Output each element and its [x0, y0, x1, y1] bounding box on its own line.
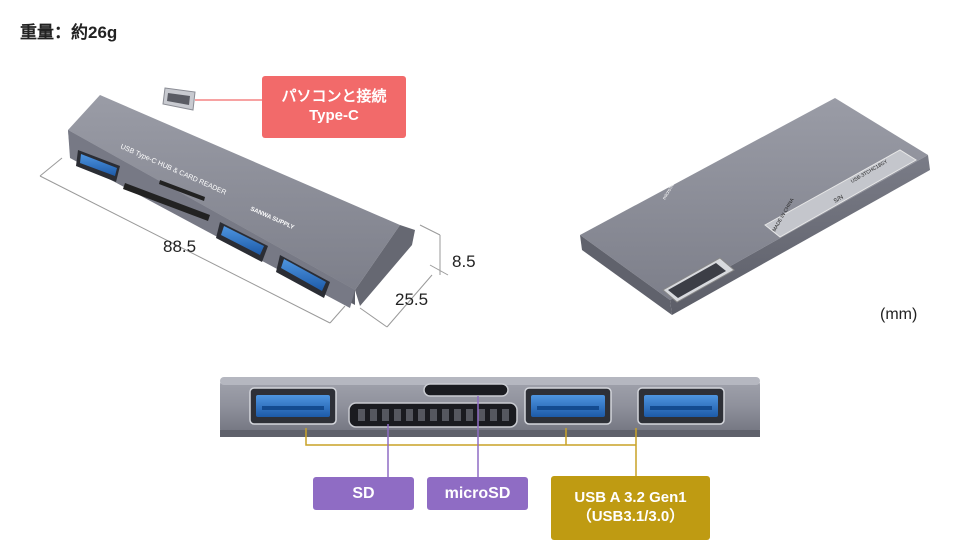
pc-connection-line2: Type-C	[309, 107, 359, 124]
usb-port-left-3	[276, 255, 330, 298]
dimension-length: 88.5	[163, 237, 197, 256]
sd-slot-left	[123, 183, 210, 221]
back-top-surface	[580, 98, 928, 300]
device-front-perspective: USB Type-C HUB & CARD READER SANWA SUPPL…	[68, 87, 415, 308]
sd-callout: SD	[313, 477, 414, 510]
microsd-callout-label: microSD	[444, 484, 511, 502]
dimension-height: 8.5	[452, 252, 476, 271]
usb-port-3	[637, 387, 725, 425]
front-housing-highlight	[220, 377, 760, 385]
device-back-perspective: USB-3TCHC18GY S/N MADE IN CHINA microSD …	[580, 98, 930, 315]
usb-callout-line2: （USB3.1/3.0）	[576, 508, 685, 525]
pc-connection-line1: パソコンと接続	[281, 88, 387, 106]
weight-label: 重量：約26g	[20, 23, 118, 42]
microsd-slot-left	[159, 180, 205, 201]
usb-port-2	[524, 387, 612, 425]
sd-callout-label: SD	[352, 484, 375, 502]
dimension-unit: (mm)	[880, 306, 918, 323]
microsd-card-slot	[423, 383, 509, 397]
device-top-surface	[68, 95, 400, 290]
back-label-sticker	[764, 149, 917, 238]
device-front-view	[220, 377, 760, 437]
back-front-face	[670, 155, 930, 315]
dimension-width: 25.5	[395, 290, 429, 309]
back-side-face	[580, 235, 672, 315]
usb-callout: USB A 3.2 Gen1 （USB3.1/3.0）	[551, 476, 710, 540]
type-c-plug-hole	[167, 93, 190, 105]
sd-card-slot	[348, 402, 518, 428]
bottom-leader-lines	[305, 396, 637, 478]
usb-port-1	[249, 387, 337, 425]
back-serial-text: S/N	[833, 195, 845, 205]
back-type-c-hole	[668, 263, 726, 298]
dimension-lines	[39, 157, 449, 328]
usb-port-left-2	[216, 222, 268, 262]
pc-connection-callout: パソコンと接続 Type-C	[262, 76, 406, 138]
front-housing-shadow	[220, 430, 760, 437]
device-end-face	[355, 225, 415, 306]
usb-callout-line1: USB A 3.2 Gen1	[574, 489, 687, 507]
microsd-callout: microSD	[427, 477, 528, 510]
usb-port-left-1	[76, 150, 120, 182]
